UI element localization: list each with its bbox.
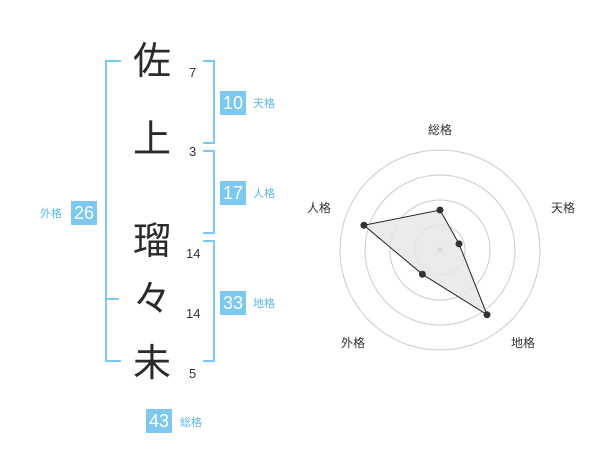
gaikaku-value: 26	[71, 201, 97, 225]
name-char-2: 上	[132, 117, 171, 161]
radar-point-0	[436, 206, 444, 214]
jinkaku-label: 人格	[253, 187, 275, 200]
radar-ring-3	[364, 174, 516, 326]
radar-point-3	[418, 270, 426, 278]
radar-point-4	[360, 221, 368, 229]
tenkaku-bracket	[203, 60, 215, 144]
radar-polygon	[362, 209, 489, 316]
stroke-count-3: 14	[186, 246, 201, 261]
radar-point-2	[483, 311, 491, 319]
soukaku-value: 43	[146, 409, 172, 433]
tenkaku-value: 10	[220, 91, 246, 115]
radar-ring-2	[389, 199, 491, 301]
stroke-count-1: 7	[189, 65, 197, 80]
radar-axis-label-tenkaku: 天格	[551, 201, 576, 215]
name-char-5: 未	[132, 341, 171, 385]
gaikaku-bracket	[105, 60, 121, 362]
radar-axis-label-gaikaku: 外格	[341, 336, 366, 350]
gaikaku-bracket-mid	[105, 298, 119, 300]
name-char-3: 瑠	[132, 219, 171, 263]
radar-polygon-group	[362, 209, 489, 316]
jinkaku-value: 17	[220, 181, 246, 205]
stroke-count-2: 3	[189, 144, 197, 159]
soukaku-label: 総格	[180, 416, 202, 429]
name-char-4: 々	[132, 277, 171, 321]
chikaku-value: 33	[220, 291, 246, 315]
stroke-count-4: 14	[186, 306, 201, 321]
chikaku-label: 地格	[253, 297, 275, 310]
radar-axis-label-jinkaku: 人格	[307, 201, 332, 215]
radar-points	[360, 206, 491, 319]
radar-point-1	[455, 240, 463, 248]
tenkaku-label: 天格	[253, 97, 275, 110]
stroke-count-5: 5	[189, 366, 197, 381]
chikaku-bracket	[203, 240, 215, 362]
radar-axis-label-chikaku: 地格	[511, 336, 536, 350]
name-char-1: 佐	[132, 39, 171, 83]
jinkaku-bracket	[203, 150, 215, 234]
radar-axis-label-soukaku: 総格	[428, 123, 453, 137]
radar-ring-4	[339, 149, 541, 351]
gaikaku-label: 外格	[40, 207, 62, 220]
